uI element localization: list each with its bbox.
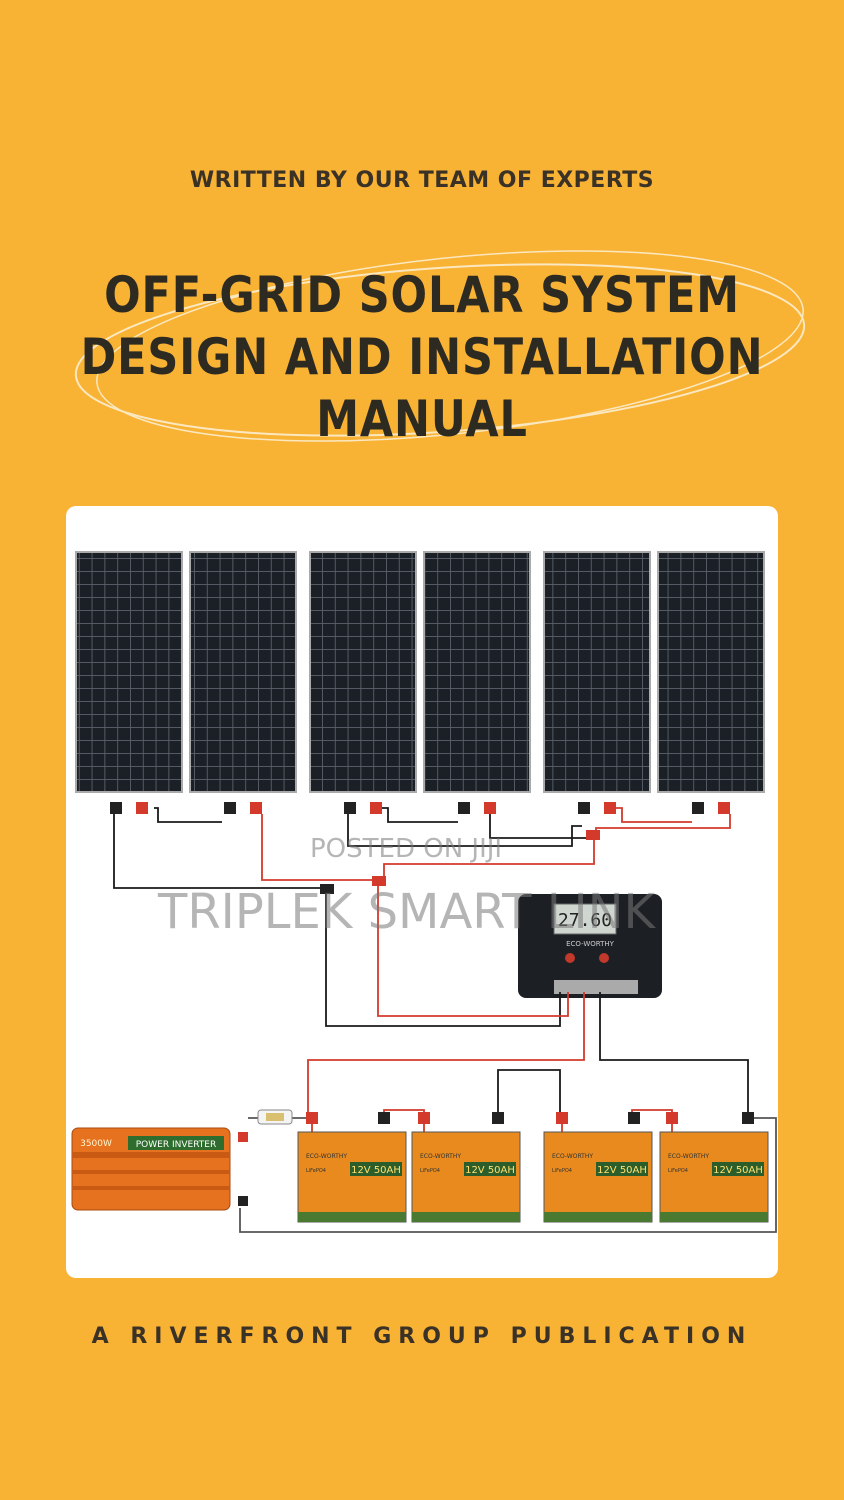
solar-panel-array	[75, 551, 765, 793]
solar-panel	[75, 551, 183, 793]
battery-rating: 12V 50AH	[597, 1165, 647, 1176]
inverter-rating: 3500W	[80, 1139, 112, 1149]
battery-chemistry: LiFePO4	[420, 1168, 440, 1174]
solar-panel	[309, 551, 417, 793]
battery: ECO-WORTHY LiFePO4 12V 50AH	[411, 1131, 521, 1223]
solar-panel	[657, 551, 765, 793]
panel-terminals	[110, 802, 730, 814]
panel-series-wiring	[113, 807, 731, 889]
battery-brand: ECO-WORTHY	[306, 1153, 347, 1160]
battery-rating: 12V 50AH	[713, 1165, 763, 1176]
battery: ECO-WORTHY LiFePO4 12V 50AH	[297, 1131, 407, 1223]
inverter-label: POWER INVERTER	[136, 1140, 216, 1150]
y-branch-connectors	[320, 830, 600, 894]
book-title: OFF-GRID SOLAR SYSTEM DESIGN AND INSTALL…	[59, 264, 785, 450]
inline-fuse	[257, 1109, 293, 1125]
solar-panel	[543, 551, 651, 793]
title-block: OFF-GRID SOLAR SYSTEM DESIGN AND INSTALL…	[0, 240, 844, 460]
title-line-3: MANUAL	[316, 390, 528, 448]
solar-panel	[423, 551, 531, 793]
battery-brand: ECO-WORTHY	[420, 1153, 461, 1160]
watermark-brand: TRIPLEK SMART LINK	[158, 884, 656, 940]
battery-rating: 12V 50AH	[465, 1165, 515, 1176]
battery-terminals	[306, 1112, 754, 1124]
publisher-line: A RIVERFRONT GROUP PUBLICATION	[91, 1324, 753, 1349]
power-inverter: POWER INVERTER 3500W	[71, 1127, 248, 1211]
battery: ECO-WORTHY LiFePO4 12V 50AH	[659, 1131, 769, 1223]
title-oval-scribble	[74, 250, 806, 442]
battery-chemistry: LiFePO4	[552, 1168, 572, 1174]
cover-tagline: WRITTEN BY OUR TEAM OF EXPERTS	[189, 168, 655, 193]
battery-rating: 12V 50AH	[351, 1165, 401, 1176]
battery-chemistry: LiFePO4	[306, 1168, 326, 1174]
battery-bank: ECO-WORTHY LiFePO4 12V 50AH ECO-WORTHY L…	[297, 1131, 769, 1223]
wiring-diagram-card: 27.60 ECO-WORTHY	[66, 506, 778, 1278]
solar-panel	[189, 551, 297, 793]
solar-wiring-diagram: 27.60 ECO-WORTHY	[71, 551, 777, 1233]
controller-wiring	[307, 886, 749, 1118]
battery: ECO-WORTHY LiFePO4 12V 50AH	[543, 1131, 653, 1223]
watermark-posted: POSTED ON JIJI	[310, 834, 503, 864]
battery-chemistry: LiFePO4	[668, 1168, 688, 1174]
controller-brand: ECO-WORTHY	[566, 940, 615, 948]
title-line-1: OFF-GRID SOLAR SYSTEM	[104, 266, 740, 324]
title-line-2: DESIGN AND INSTALLATION	[80, 328, 764, 386]
battery-brand: ECO-WORTHY	[552, 1153, 593, 1160]
battery-brand: ECO-WORTHY	[668, 1153, 709, 1160]
charge-controller: 27.60 ECO-WORTHY	[518, 894, 662, 998]
controller-display: 27.60	[558, 910, 612, 931]
